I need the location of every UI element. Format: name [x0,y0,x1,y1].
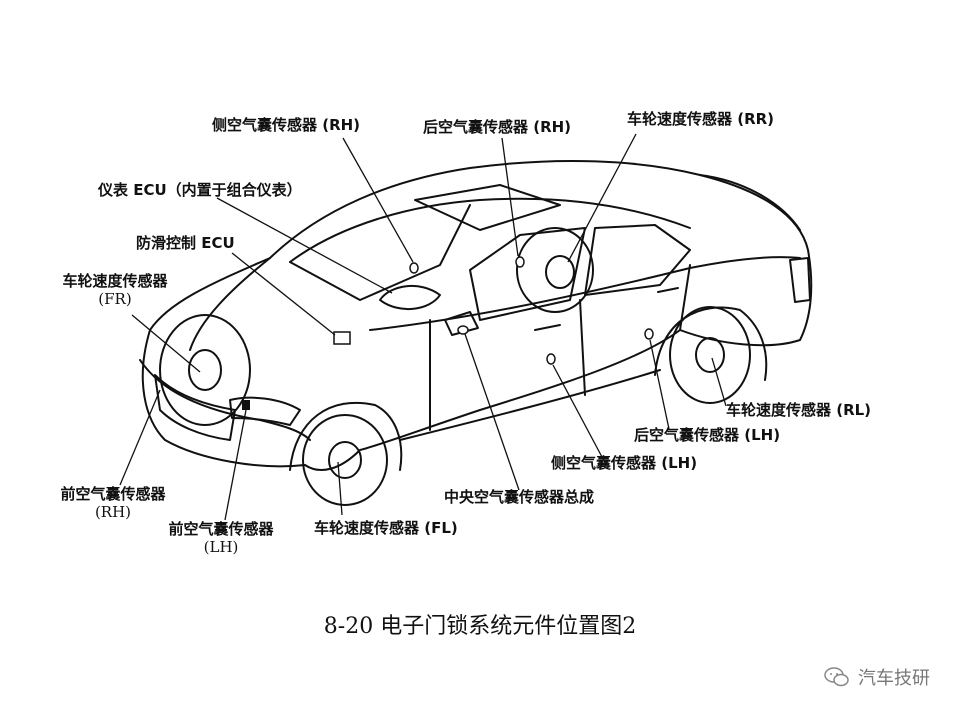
door-line-mid [579,299,586,396]
side-window-rear [584,224,691,296]
side-mirror [444,311,479,336]
sensor-rear-rh-marker [515,256,525,268]
label-meter-ecu: 仪表 ECU（内置于组合仪表） [98,181,302,199]
label-wheel-speed-fr-main: 车轮速度传感器 [62,272,168,290]
front-bumper [139,359,311,441]
windshield [289,204,471,301]
leader-wheel-speed-rl [711,357,727,407]
steering-wheel [379,284,441,311]
door-handle-front [534,324,561,331]
abs-ecu-marker [333,331,351,345]
leader-meter-ecu [216,197,393,294]
label-wheel-speed-fr: 车轮速度传感器 (FR) [40,272,190,308]
figure-caption: 8-20 电子门锁系统元件位置图2 [323,614,637,639]
sunroof [414,184,561,231]
belt-line [369,256,801,331]
car-body-outline [141,159,813,471]
leader-rear-airbag-rh [501,137,519,257]
rear-light [789,257,811,303]
label-front-airbag-lh-sub: (LH) [203,538,239,556]
rocker-line [399,369,661,441]
leader-front-airbag-rh [119,389,161,486]
headlight [229,396,301,426]
sensor-rear-lh-marker [644,328,654,340]
label-wheel-speed-fl: 车轮速度传感器 (FL) [314,519,458,537]
front-right-wheel [159,314,251,426]
sensor-side-rh-marker [409,262,419,274]
watermark-text: 汽车技研 [858,668,930,689]
leader-abs-ecu [231,252,336,336]
sensor-center-marker [457,325,469,335]
label-rear-airbag-rh: 后空气囊传感器 (RH) [423,118,572,136]
label-wheel-speed-fr-sub: (FR) [98,290,132,308]
sensor-side-lh-marker [546,353,556,365]
front-left-wheel [302,414,388,506]
door-handle-rear [657,287,679,293]
trunk-line [699,174,801,231]
rear-right-hub [545,255,575,289]
label-wheel-speed-rl: 车轮速度传感器 (RL) [726,401,872,419]
watermark: 汽车技研 [824,664,930,690]
wechat-icon [824,667,849,687]
leader-wheel-speed-fr [131,314,201,373]
side-window-front [469,227,586,321]
front-left-hub [328,441,362,479]
leader-wheel-speed-rr [567,133,637,263]
leader-front-airbag-lh [224,409,247,521]
label-front-airbag-lh-main: 前空气囊传感器 [168,520,274,538]
label-center-airbag-assy: 中央空气囊传感器总成 [444,488,595,506]
rear-left-wheel [669,306,751,404]
label-front-airbag-lh: 前空气囊传感器 (LH) [146,520,296,556]
leader-wheel-speed-fl [337,461,343,516]
label-side-airbag-rh: 侧空气囊传感器 (RH) [212,116,361,134]
leader-center-airbag [464,333,520,491]
rear-right-wheel [516,227,594,313]
leader-side-airbag-rh [342,137,414,263]
hood-line [189,257,271,351]
rear-left-arch [654,306,768,381]
label-rear-airbag-lh: 后空气囊传感器 (LH) [634,426,781,444]
roof-line [289,197,691,263]
leader-rear-airbag-lh [649,339,670,430]
leader-side-airbag-lh [552,364,603,458]
sensor-front-lh-marker [242,400,250,410]
label-abs-ecu: 防滑控制 ECU [136,234,235,252]
grille [154,374,236,441]
label-front-airbag-rh-sub: (RH) [94,503,132,521]
label-wheel-speed-rr: 车轮速度传感器 (RR) [627,110,775,128]
rear-left-hub [695,337,725,373]
label-front-airbag-rh: 前空气囊传感器 (RH) [38,485,188,521]
front-left-arch [289,401,403,471]
label-front-airbag-rh-main: 前空气囊传感器 [60,485,166,503]
front-right-hub [188,349,222,391]
label-side-airbag-lh: 侧空气囊传感器 (LH) [551,454,698,472]
